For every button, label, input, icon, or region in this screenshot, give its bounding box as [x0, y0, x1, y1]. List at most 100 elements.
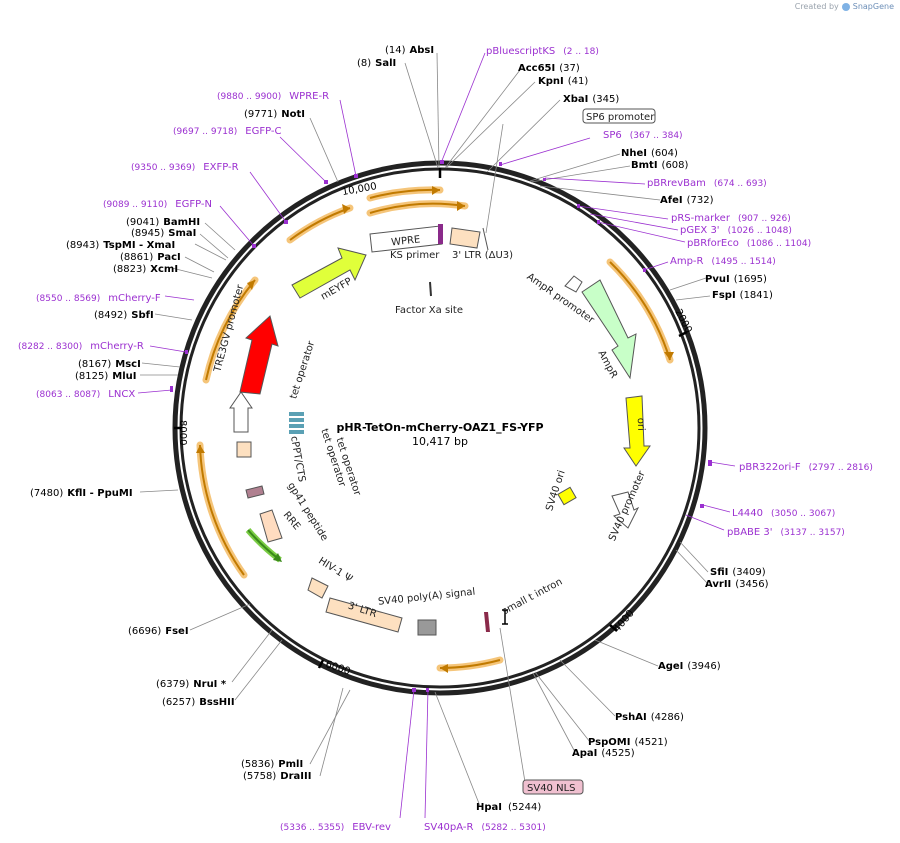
leader-xbai [486, 99, 561, 173]
leader-smai [199, 233, 229, 259]
leader-exfp-r [249, 171, 287, 223]
label-cppt: cPPT/CTS [288, 435, 307, 483]
site-pvui: PvuI(1695) [705, 274, 767, 285]
site-nhei: NheI(604) [621, 148, 678, 159]
sv40-ori-box [557, 486, 577, 506]
mcherry-arrow [239, 315, 279, 395]
primer-amp-r: Amp-R(1495 .. 1514) [670, 256, 776, 267]
leader-agei [594, 639, 659, 667]
leader-pmli [309, 689, 351, 765]
site-xcmi: (8823)XcmI [113, 264, 178, 275]
site-draiii: (5758)DraIII [243, 771, 311, 782]
primer-sv40pa-r: SV40pA-R(5282 .. 5301) [424, 822, 546, 833]
leader-bsshii [234, 639, 283, 701]
tick-label-8000: 8000 [177, 420, 188, 445]
site-tspmi: (8943)TspMI - XmaI [66, 240, 175, 251]
leader-sv40-nls [499, 627, 526, 783]
leader-draiii [319, 687, 344, 777]
snapgene-credit: Created by SnapGene [795, 2, 894, 11]
site-nrui: (6379)NruI * [156, 679, 227, 690]
tet-op-bar-2 [289, 418, 304, 422]
leader-nhei [529, 153, 621, 182]
mark-prs-marker [577, 204, 580, 208]
primer-l4440: L4440(3050 .. 3067) [732, 508, 835, 519]
leader-noti [309, 117, 339, 183]
tet-operator-stack [289, 412, 304, 434]
leader-avrii [675, 549, 709, 585]
leader-bamhi [204, 222, 236, 251]
mark-mcherry-r [185, 350, 188, 354]
orf-arcs [196, 186, 674, 673]
credit-product: SnapGene [852, 2, 894, 11]
leader-absi [436, 52, 440, 169]
mark-egfp-n [252, 244, 256, 248]
site-acc65i: Acc65I(37) [518, 63, 580, 74]
leader-fsei [189, 603, 251, 631]
site-agei: AgeI(3946) [658, 661, 721, 672]
leader-pgex3 [589, 213, 679, 231]
boxed-features: SP6 promoter SV40 NLS [522, 108, 656, 795]
site-bsshii: (6257)BssHII [162, 697, 235, 708]
mark-pbr322ori-f [708, 460, 712, 466]
leader-paci [184, 256, 215, 273]
leader-kfli [139, 489, 179, 493]
leader-apai [532, 672, 576, 753]
primer-egfp-c: (9697 .. 9718)EGFP-C [173, 126, 282, 137]
enzyme-labels: (14)AbsI (8)SalI Acc65I(37) KpnI(41) Xba… [30, 45, 773, 813]
leader-ebv-rev [399, 689, 415, 819]
leader-prs-marker [577, 205, 669, 220]
leader-pshai [559, 659, 616, 717]
mark-wpre-r [354, 174, 358, 178]
primer-prs-marker: pRS-marker(907 .. 926) [671, 213, 791, 224]
mark-lncx [170, 386, 173, 392]
site-absi: (14)AbsI [385, 45, 434, 56]
leader-sfii [679, 541, 709, 573]
primer-exfp-r: (9350 .. 9369)EXFP-R [131, 162, 239, 173]
sv40-nls-label: SV40 NLS [527, 783, 576, 794]
leader-xcmi [171, 267, 213, 279]
tet-op-bar-3 [289, 424, 304, 428]
leader-sp6-promoter [485, 123, 504, 234]
site-noti: (9771)NotI [244, 109, 305, 120]
site-mlui: (8125)MluI [75, 371, 136, 382]
site-bmti: BmtI(608) [631, 160, 689, 171]
site-fspi: FspI(1841) [712, 290, 773, 301]
ltr3-du3-box [449, 227, 481, 249]
snapgene-logo-icon [841, 2, 850, 11]
primer-lncx: (8063 .. 8087)LNCX [36, 389, 135, 400]
mark-sv40pa-r [426, 688, 429, 692]
leader-mcherry-r [149, 345, 187, 353]
site-xbai: XbaI(345) [563, 94, 619, 105]
leader-sali [404, 62, 439, 169]
primer-pbr322ori-f: pBR322ori-F(2797 .. 2816) [739, 462, 873, 473]
mark-pbluescriptks [440, 160, 444, 164]
orf-arc-6 [199, 444, 245, 576]
leader-msci [141, 362, 181, 368]
label-ltr3-du3: 3' LTR (ΔU3) [452, 250, 513, 261]
primer-mcherry-f: (8550 .. 8569)mCherry-F [36, 293, 161, 304]
site-fsei: (6696)FseI [128, 626, 189, 637]
leader-amp-r [643, 261, 669, 271]
orf-arrowhead-5 [440, 664, 448, 673]
leader-wpre-r [339, 99, 357, 177]
leader-sbfi [154, 313, 193, 321]
ltr3-box [325, 597, 403, 633]
tick-label-4000: 4000 [612, 608, 637, 635]
site-bamhi: (9041)BamHI [126, 217, 200, 228]
site-sali: (8)SalI [357, 58, 396, 69]
label-ks-primer: KS primer [390, 250, 440, 261]
site-smai: (8945)SmaI [131, 228, 196, 239]
mark-exfp-r [284, 220, 288, 224]
ori-arrow [623, 395, 651, 467]
leader-pbluescriptks [440, 52, 486, 164]
label-ampr-promoter: AmpR promoter [525, 271, 597, 326]
leader-sv40pa-r [424, 688, 429, 819]
primer-pbrrevbam: pBRrevBam(674 .. 693) [647, 178, 767, 189]
hiv-psi-box [307, 577, 329, 599]
leader-sp6 [499, 137, 591, 166]
leader-pspomi [534, 671, 591, 743]
primer-pbrforeco: pBRforEco(1086 .. 1104) [687, 238, 811, 249]
site-afei: AfeI(732) [660, 195, 714, 206]
primer-egfp-n: (9089 .. 9110)EGFP-N [103, 199, 212, 210]
